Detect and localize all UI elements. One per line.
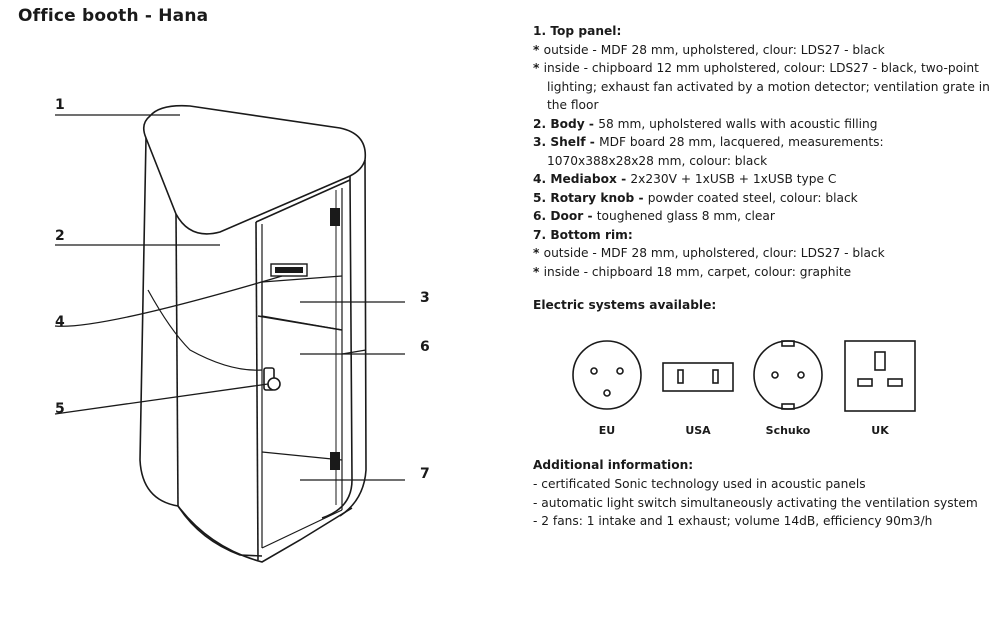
- page-title: Office booth - Hana: [18, 6, 209, 26]
- usa-socket-icon: [662, 362, 734, 392]
- spec-line: * outside - MDF 28 mm, upholstered, clou…: [533, 246, 885, 260]
- callout-3: 3: [420, 290, 430, 306]
- booth-drawing: 1 2 3 4 6 5 7: [54, 97, 430, 563]
- socket-label-usa: USA: [685, 424, 711, 437]
- callout-6: 6: [420, 339, 430, 355]
- spec-list: 1. Top panel: * outside - MDF 28 mm, uph…: [533, 22, 993, 281]
- spec-line: * outside - MDF 28 mm, upholstered, clou…: [533, 42, 885, 57]
- spec-line: the floor: [547, 98, 599, 112]
- spec-line: 1070x388x28x28 mm, colour: black: [547, 153, 768, 168]
- socket-label-schuko: Schuko: [765, 424, 811, 437]
- spec-line: lighting; exhaust fan activated by a mot…: [547, 79, 990, 94]
- top-panel: [142, 104, 367, 235]
- shelf: [261, 275, 343, 331]
- uk-socket-icon: [844, 340, 916, 412]
- socket-label-eu: EU: [598, 424, 616, 437]
- sockets: [572, 340, 916, 412]
- body-outline: [139, 137, 179, 507]
- spec-line: * inside - chipboard 18 mm, carpet, colo…: [533, 264, 852, 279]
- spec-line: 7. Bottom rim:: [533, 227, 633, 242]
- spec-line: * inside - chipboard 12 mm upholstered, …: [533, 61, 979, 75]
- additional-list: - certificated Sonic technology used in …: [533, 475, 978, 531]
- callout-7: 7: [420, 466, 430, 482]
- bottom-rim: [177, 505, 263, 557]
- callout-1: 1: [55, 97, 65, 113]
- callout-5: 5: [55, 401, 65, 417]
- additional-item: - 2 fans: 1 intake and 1 exhaust; volume…: [533, 514, 933, 528]
- additional-item: - certificated Sonic technology used in …: [533, 477, 866, 491]
- additional-item: - automatic light switch simultaneously …: [533, 495, 978, 510]
- eu-socket-icon: [572, 340, 642, 410]
- electric-heading: Electric systems available:: [533, 298, 717, 312]
- callout-2: 2: [55, 228, 65, 244]
- spec-line: 6. Door - toughened glass 8 mm, clear: [533, 209, 775, 223]
- spec-line: 2. Body - 58 mm, upholstered walls with …: [533, 116, 878, 131]
- schuko-socket-icon: [753, 340, 823, 410]
- spec-line: 1. Top panel:: [533, 24, 622, 38]
- callout-4: 4: [55, 314, 65, 330]
- hinge-bottom: [330, 452, 340, 470]
- spec-line: 3. Shelf - MDF board 28 mm, lacquered, m…: [533, 135, 884, 149]
- additional-heading: Additional information:: [533, 458, 694, 472]
- rotary-knob: [263, 367, 281, 391]
- socket-label-uk: UK: [871, 424, 889, 437]
- hinge-top: [330, 208, 340, 226]
- door-frame: [255, 221, 259, 561]
- spec-line: 5. Rotary knob - powder coated steel, co…: [533, 190, 858, 205]
- spec-line: 4. Mediabox - 2x230V + 1xUSB + 1xUSB typ…: [533, 172, 837, 186]
